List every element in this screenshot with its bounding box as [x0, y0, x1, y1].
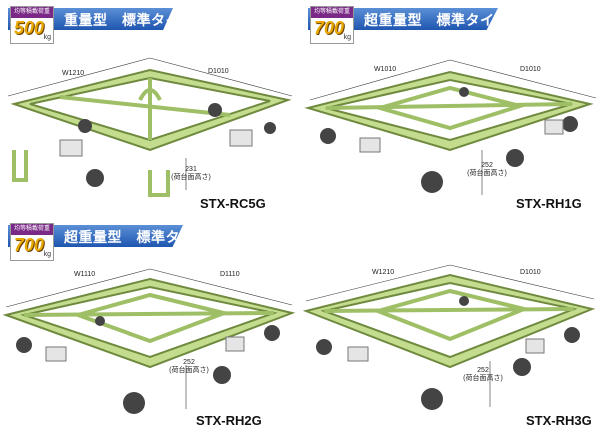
- model-number: STX-RH1G: [516, 196, 582, 211]
- heading-text: 重量型 標準タイプ: [64, 12, 195, 28]
- width-label: W1210: [372, 269, 395, 276]
- height-label: 231 (荷台面高さ): [171, 166, 211, 181]
- dolly-image: [2, 268, 296, 414]
- dolly-image: [7, 57, 293, 197]
- product-panel-stx-rh2g: 超重量型 標準タイプ 均等積載荷重 700 kg W1110 D1110 252…: [0, 217, 300, 434]
- product-panel-stx-rc5g: 重量型 標準タイプ 均等積載荷重 500 kg W1210 D1010 231 …: [0, 0, 300, 217]
- load-capacity-badge: 均等積載荷重 700 kg: [10, 223, 54, 261]
- badge-value: 700: [14, 235, 45, 255]
- load-capacity-badge: 均等積載荷重 500 kg: [10, 6, 54, 44]
- badge-caption: 均等積載荷重: [11, 7, 53, 18]
- height-label: 252 (荷台面高さ): [169, 359, 209, 374]
- height-label: 252 (荷台面高さ): [463, 367, 503, 382]
- dolly-image: [304, 59, 597, 195]
- model-number: STX-RC5G: [200, 196, 266, 211]
- model-number: STX-RH3G: [526, 413, 592, 428]
- load-capacity-badge: 均等積載荷重 700 kg: [310, 6, 354, 44]
- product-panel-stx-rh1g: 超重量型 標準タイプ 均等積載荷重 700 kg W1010 D1010 252…: [300, 0, 600, 217]
- depth-label: D1010: [208, 68, 229, 75]
- depth-label: D1010: [520, 269, 541, 276]
- height-label: 252 (荷台面高さ): [467, 162, 507, 177]
- width-label: W1110: [74, 271, 96, 278]
- heading-text: 超重量型 標準タイプ: [364, 12, 509, 28]
- badge-value: 500: [14, 18, 45, 38]
- badge-unit: kg: [43, 34, 51, 41]
- badge-unit: kg: [43, 251, 51, 258]
- width-label: W1010: [374, 66, 397, 73]
- badge-unit: kg: [343, 34, 351, 41]
- model-number: STX-RH2G: [196, 413, 262, 428]
- badge-value: 700: [314, 18, 345, 38]
- depth-label: D1110: [220, 271, 240, 278]
- product-panel-stx-rh3g: W1210 D1010 252 (荷台面高さ) STX-RH3G: [300, 217, 600, 434]
- heading-text: 超重量型 標準タイプ: [64, 229, 209, 245]
- width-label: W1210: [62, 70, 85, 77]
- dolly-image: [302, 264, 596, 410]
- depth-label: D1010: [520, 66, 541, 73]
- badge-caption: 均等積載荷重: [11, 224, 53, 235]
- heading-ribbon: 超重量型 標準タイプ: [308, 8, 498, 30]
- badge-caption: 均等積載荷重: [311, 7, 353, 18]
